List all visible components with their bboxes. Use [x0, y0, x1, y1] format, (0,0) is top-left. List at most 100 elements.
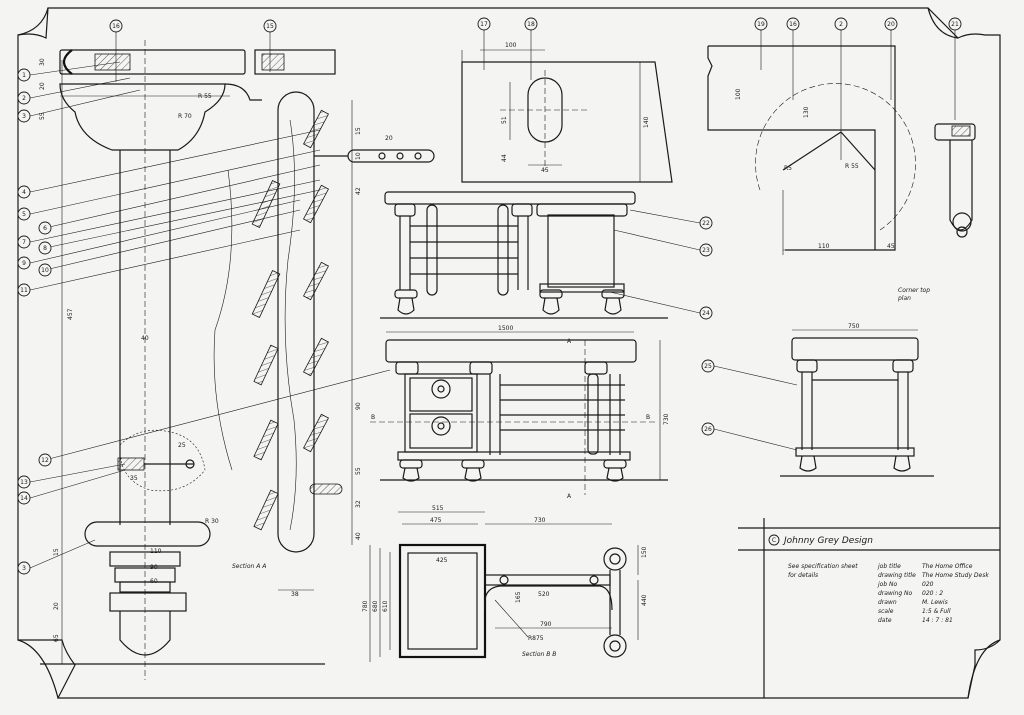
field-value-job-no: 020: [922, 581, 934, 588]
svg-text:515: 515: [432, 505, 444, 512]
title-block: C Johnny Grey Design See specification s…: [738, 518, 1000, 698]
svg-text:10: 10: [41, 267, 49, 274]
svg-text:11: 11: [20, 287, 28, 294]
base-plinth: [109, 592, 187, 612]
label-section-bb: Section B B: [522, 651, 556, 658]
field-value-drawn: M. Lewis: [922, 599, 948, 606]
svg-text:51: 51: [501, 116, 508, 124]
dim-110: 110: [150, 548, 162, 555]
dim-55: 55: [39, 112, 46, 120]
svg-text:16: 16: [112, 23, 120, 30]
svg-text:B: B: [646, 414, 650, 421]
svg-text:4: 4: [22, 189, 26, 196]
svg-text:610: 610: [382, 600, 389, 612]
top-slab: [59, 49, 246, 75]
top-slab-hatch: [94, 53, 131, 71]
sheet-border: [17, 7, 1001, 699]
svg-text:140: 140: [643, 116, 650, 128]
left-callouts: 1 2 3 4 5 6 7 8 9 10 11 12 13 14 3: [17, 68, 52, 575]
corner-top-plan: 110 45 100 130 R 55 R5 Corner top plan: [707, 45, 976, 302]
label-section-aa: Section A A: [232, 563, 266, 570]
field-value-drawing-no: 020 : 2: [922, 590, 943, 597]
svg-text:520: 520: [538, 591, 550, 598]
svg-text:3: 3: [22, 113, 26, 120]
field-label-drawn: drawn: [878, 599, 897, 606]
svg-text:9: 9: [22, 260, 26, 267]
svg-text:B: B: [371, 414, 375, 421]
svg-text:40: 40: [355, 532, 362, 540]
svg-text:22: 22: [702, 220, 710, 227]
svg-text:6: 6: [43, 225, 47, 232]
svg-text:14: 14: [20, 495, 28, 502]
svg-text:45: 45: [541, 167, 549, 174]
svg-text:780: 780: [362, 600, 369, 612]
base-torus: [84, 521, 211, 547]
svg-text:44: 44: [501, 154, 508, 162]
base-step1: [109, 551, 181, 567]
svg-text:475: 475: [430, 517, 442, 524]
top-bullnose: [62, 49, 73, 75]
brand-name: Johnny Grey Design: [782, 536, 873, 546]
spec-note-2: for details: [788, 572, 818, 579]
svg-text:R5: R5: [784, 165, 792, 172]
svg-text:C: C: [772, 537, 776, 544]
svg-text:42: 42: [355, 187, 362, 195]
svg-text:12: 12: [41, 457, 49, 464]
svg-text:20: 20: [887, 21, 895, 28]
svg-text:15: 15: [266, 23, 274, 30]
svg-text:A: A: [567, 338, 572, 345]
spec-note-1: See specification sheet: [788, 563, 858, 570]
capital-return: [224, 83, 262, 101]
corner-scallop-br: [967, 639, 1001, 699]
rear-elevation: [380, 191, 701, 319]
copyright-mark: [768, 534, 780, 546]
field-label-job-title: job title: [877, 563, 901, 570]
svg-text:2: 2: [839, 21, 843, 28]
svg-text:45: 45: [887, 243, 895, 250]
field-value-date: 14 : 7 : 81: [922, 617, 953, 624]
bolt-lower: [309, 483, 343, 495]
dim-457: 457: [67, 308, 74, 320]
leg-capital: [59, 83, 226, 151]
dim-r30: R 30: [205, 518, 219, 525]
field-value-drawing-title: The Home Study Desk: [922, 572, 989, 579]
dim-20: 20: [39, 82, 46, 90]
svg-text:130: 130: [803, 106, 810, 118]
bolt-hatch: [117, 457, 145, 471]
svg-text:24: 24: [702, 310, 710, 317]
svg-text:19: 19: [757, 21, 765, 28]
rail-grain: [284, 119, 297, 531]
field-label-job-no: job No: [877, 581, 898, 588]
top-slab-end-hatch: [261, 53, 285, 71]
dim-65: 65: [53, 634, 60, 642]
dim-25: 25: [178, 442, 186, 449]
svg-text:680: 680: [372, 600, 379, 612]
field-value-job-title: The Home Office: [922, 563, 973, 570]
leg-section: 457 40 R 55 R 70 R 30 110 90 60 25 35 30…: [39, 40, 336, 680]
corner-scallop-tr: [927, 7, 959, 39]
svg-text:425: 425: [436, 557, 448, 564]
svg-text:440: 440: [641, 594, 648, 606]
svg-text:5: 5: [22, 211, 26, 218]
svg-text:1500: 1500: [498, 325, 513, 332]
section-aa: 15 10 42 90 55 32 40 20 38 Section A A: [213, 91, 435, 598]
svg-text:165: 165: [515, 591, 522, 603]
slot-detail: 100 51 44 45 140: [461, 42, 673, 183]
dim-r55: R 55: [198, 93, 212, 100]
right-callouts: 22 23 24 25 26: [699, 216, 715, 436]
corner-scallop-tl: [17, 7, 49, 36]
section-bb: 515 475 730 425 520 165 790 R875 150 440…: [362, 505, 648, 662]
svg-text:150: 150: [641, 546, 648, 558]
svg-text:R875: R875: [528, 635, 544, 642]
svg-text:100: 100: [505, 42, 517, 49]
bolt-head: [185, 459, 195, 469]
bolt-cloud: [119, 429, 206, 492]
svg-text:730: 730: [663, 413, 670, 425]
corner-scallop-bl: [17, 639, 59, 699]
svg-text:A: A: [567, 493, 572, 500]
svg-text:2: 2: [22, 95, 26, 102]
svg-text:16: 16: [789, 21, 797, 28]
svg-text:23: 23: [702, 247, 710, 254]
field-label-drawing-no: drawing No: [878, 590, 913, 597]
